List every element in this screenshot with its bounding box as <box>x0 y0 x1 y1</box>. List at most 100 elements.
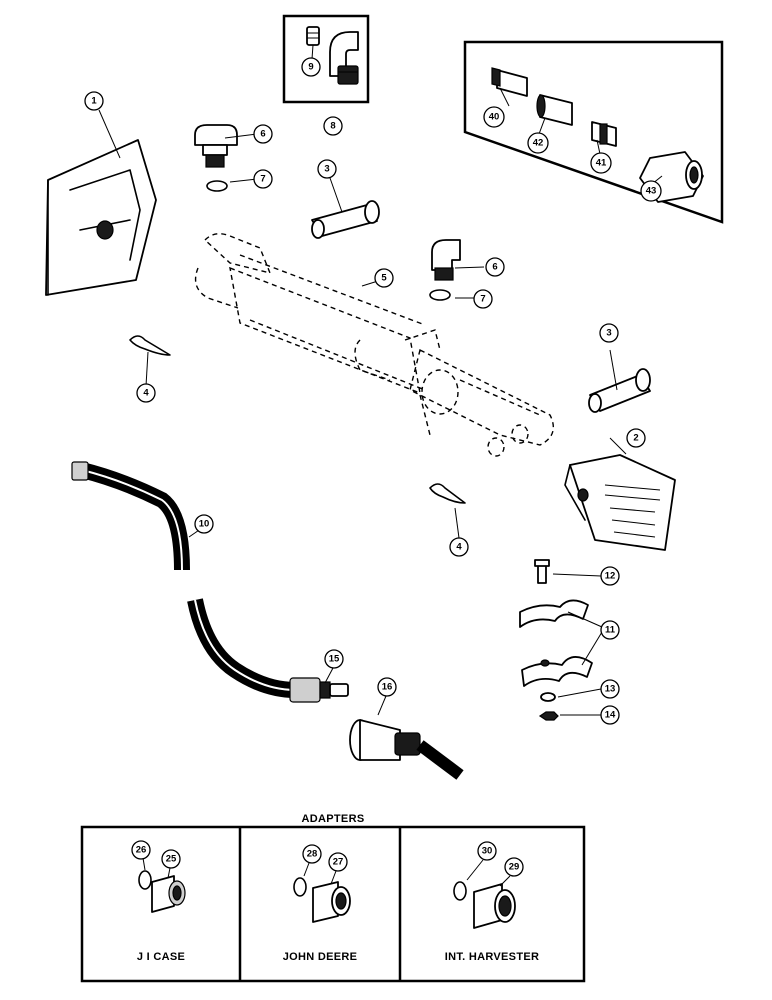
adapter-panel-john-deere: 28 27 JOHN DEERE <box>283 844 358 963</box>
callout-5: 5 <box>374 268 394 288</box>
svg-text:3: 3 <box>324 164 329 175</box>
callout-29: 29 <box>504 857 524 877</box>
svg-text:27: 27 <box>333 857 344 868</box>
adapter-27-part <box>312 881 351 923</box>
svg-text:4: 4 <box>143 388 149 399</box>
hydraulic-cylinder-part-5 <box>194 233 554 457</box>
svg-text:43: 43 <box>646 186 657 197</box>
elbow-fitting-6-top-part <box>194 124 238 168</box>
callout-3-right: 3 <box>599 323 619 343</box>
callout-40: 40 <box>483 106 505 128</box>
pin-3-top-part <box>311 200 380 239</box>
svg-text:40: 40 <box>489 112 500 123</box>
o-ring-26-part <box>138 870 152 890</box>
svg-text:25: 25 <box>166 854 177 865</box>
callout-4-right: 4 <box>449 537 469 557</box>
o-ring-7-mid-part <box>429 289 451 301</box>
callout-7-mid: 7 <box>473 289 493 309</box>
svg-text:12: 12 <box>605 571 616 582</box>
callout-43: 43 <box>640 180 662 202</box>
svg-text:16: 16 <box>382 682 393 693</box>
bolt-part-12 <box>534 559 550 584</box>
callout-7-top: 7 <box>253 169 273 189</box>
adapter-40-part <box>491 67 528 97</box>
clamp-part-11-bottom <box>521 656 593 687</box>
nut-part-14 <box>538 711 559 721</box>
svg-text:10: 10 <box>199 519 210 530</box>
callout-3-top: 3 <box>317 159 337 179</box>
leader-lines <box>98 44 663 716</box>
svg-text:42: 42 <box>533 138 544 149</box>
callout-27: 27 <box>328 852 348 872</box>
anchor-bracket-part-1 <box>45 139 157 296</box>
callout-28: 28 <box>302 844 322 864</box>
hose-part-10 <box>71 461 296 698</box>
callout-4-left: 4 <box>136 383 156 403</box>
callout-15: 15 <box>324 649 344 669</box>
callout-14: 14 <box>600 705 620 725</box>
adapters-table <box>80 825 586 983</box>
svg-text:1: 1 <box>91 96 97 107</box>
callout-6-top: 6 <box>253 124 273 144</box>
svg-text:13: 13 <box>605 684 616 695</box>
svg-text:41: 41 <box>596 158 607 169</box>
svg-text:14: 14 <box>605 710 616 721</box>
svg-text:3: 3 <box>606 328 611 339</box>
pin-3-right-part <box>588 368 651 413</box>
inset-box-adapters-40-43 <box>463 40 724 224</box>
callout-12: 12 <box>600 566 620 586</box>
svg-text:4: 4 <box>456 542 462 553</box>
svg-text:11: 11 <box>605 625 616 636</box>
washer-part-13 <box>540 692 556 702</box>
adapter-label-john-deere: JOHN DEERE <box>283 951 358 963</box>
svg-text:7: 7 <box>480 294 485 305</box>
adapter-29-part <box>473 883 516 929</box>
adapter-label-ji-case: J I CASE <box>137 951 185 963</box>
svg-text:6: 6 <box>260 129 265 140</box>
elbow-fitting-part <box>329 31 359 85</box>
callout-2: 2 <box>626 428 646 448</box>
adapter-41-part <box>591 121 617 147</box>
callout-1: 1 <box>84 91 104 111</box>
fitting-9-part <box>306 26 320 46</box>
svg-text:9: 9 <box>308 62 313 73</box>
coupler-male-part-15 <box>289 677 349 703</box>
svg-text:15: 15 <box>329 654 340 665</box>
adapter-label-int-harvester: INT. HARVESTER <box>445 951 539 963</box>
svg-text:28: 28 <box>307 849 318 860</box>
inset-box-fittings-8 <box>282 14 370 104</box>
callout-42: 42 <box>527 132 549 154</box>
svg-text:29: 29 <box>509 862 520 873</box>
adapter-panel-int-harvester: 30 29 INT. HARVESTER <box>445 841 539 963</box>
callout-6-mid: 6 <box>485 257 505 277</box>
svg-text:30: 30 <box>482 846 493 857</box>
elbow-fitting-6-mid-part <box>431 239 461 281</box>
svg-text:8: 8 <box>330 121 335 132</box>
decal-plate-part-2 <box>564 454 676 551</box>
callout-30: 30 <box>477 841 497 861</box>
svg-text:7: 7 <box>260 174 265 185</box>
callout-41: 41 <box>590 152 612 174</box>
clamp-part-11-top <box>519 599 589 628</box>
adapter-42-part <box>536 94 573 126</box>
callout-10: 10 <box>194 514 214 534</box>
svg-text:2: 2 <box>633 433 638 444</box>
callout-16: 16 <box>377 677 397 697</box>
svg-text:6: 6 <box>492 262 497 273</box>
callout-8: 8 <box>323 116 343 136</box>
callout-13: 13 <box>600 679 620 699</box>
callout-11: 11 <box>600 620 620 640</box>
callout-25: 25 <box>161 849 181 869</box>
o-ring-28-part <box>293 877 307 897</box>
adapters-title: ADAPTERS <box>302 813 365 825</box>
o-ring-7-top-part <box>206 180 228 192</box>
o-ring-30-part <box>453 881 467 901</box>
adapter-25-part <box>151 875 186 913</box>
adapter-panel-ji-case: 26 25 J I CASE <box>131 840 186 963</box>
callout-26: 26 <box>131 840 151 860</box>
coupler-female-part-16 <box>349 719 464 780</box>
callout-9: 9 <box>301 57 321 77</box>
cotter-pin-4-right-part <box>429 483 466 504</box>
cotter-pin-4-left-part <box>129 335 171 356</box>
